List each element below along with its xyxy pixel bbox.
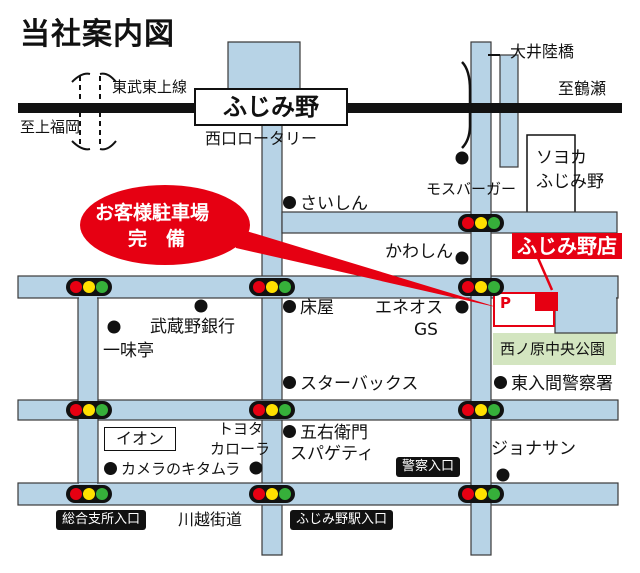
dot-musashino-bank bbox=[194, 299, 208, 313]
road-col-left bbox=[77, 297, 99, 484]
signal-4 bbox=[66, 401, 112, 419]
landmark-kitamura: カメラのキタムラ bbox=[104, 461, 240, 477]
railway-name: 東武東上線 bbox=[112, 78, 188, 96]
bridge-label: 大井陸橋 bbox=[510, 42, 575, 61]
landmark-toyota-2: カローラ bbox=[210, 440, 271, 458]
map-title: 当社案内図 bbox=[20, 17, 175, 52]
landmark-toyota-1: トヨタ bbox=[218, 420, 264, 438]
signal-9 bbox=[458, 485, 504, 503]
dot-icon bbox=[494, 376, 507, 389]
landmark-starbucks: スターバックス bbox=[283, 376, 418, 393]
landmark-mos: モスバーガー bbox=[426, 180, 517, 198]
store-building bbox=[535, 292, 558, 311]
landmark-goemon: 五右衛門 bbox=[283, 425, 368, 442]
station-rotary: 西口ロータリー bbox=[205, 129, 318, 148]
bubble-pointer bbox=[230, 226, 500, 308]
signal-2 bbox=[458, 278, 504, 296]
landmark-tokoya: 床屋 bbox=[283, 300, 334, 317]
road-name-kawagoe: 川越街道 bbox=[178, 510, 243, 529]
signal-6 bbox=[458, 401, 504, 419]
parking-bubble bbox=[80, 185, 250, 265]
landmark-aeon: イオン bbox=[104, 427, 176, 451]
parking-bubble-line1: お客様駐車場 bbox=[95, 202, 210, 224]
railway-left-dest: 至上福岡 bbox=[20, 118, 81, 136]
intersection-police-entrance: 警察入口 bbox=[396, 457, 461, 477]
road-upper-east bbox=[281, 211, 618, 234]
signal-0 bbox=[66, 278, 112, 296]
landmark-jonathan: ジョナサン bbox=[491, 439, 576, 459]
dot-icon bbox=[283, 196, 296, 209]
store-name: ふじみ野店 bbox=[512, 233, 622, 259]
signal-1 bbox=[249, 278, 295, 296]
intersection-station-entrance: ふじみ野駅入口 bbox=[290, 510, 394, 530]
dot-icon bbox=[283, 376, 296, 389]
dot-kawashin bbox=[455, 251, 469, 265]
dot-icon bbox=[283, 300, 296, 313]
dot-ichimitei bbox=[107, 320, 121, 334]
landmark-park: 西ノ原中央公園 bbox=[500, 340, 606, 358]
dot-eneos bbox=[455, 300, 469, 314]
railway-right-dest: 至鶴瀬 bbox=[558, 79, 607, 98]
landmark-kawashin: かわしん bbox=[385, 242, 453, 262]
signal-5 bbox=[249, 401, 295, 419]
road-col-right bbox=[470, 41, 492, 556]
landmark-eneos-2: GS bbox=[414, 320, 438, 340]
road-store-east bbox=[554, 297, 618, 334]
landmark-soyoka-1: ソヨカ bbox=[536, 148, 587, 168]
dot-icon bbox=[104, 461, 117, 475]
landmark-ichimitei: 一味亭 bbox=[103, 341, 154, 361]
landmark-soyoka-2: ふじみ野 bbox=[536, 172, 604, 192]
landmark-musashino-bank: 武蔵野銀行 bbox=[150, 317, 235, 337]
signal-8 bbox=[249, 485, 295, 503]
signal-7 bbox=[66, 485, 112, 503]
landmark-police: 東入間警察署 bbox=[494, 376, 613, 393]
landmark-eneos-1: エネオス bbox=[375, 298, 443, 318]
dot-icon bbox=[283, 425, 296, 438]
landmark-goemon-2: スパゲティ bbox=[290, 444, 374, 464]
park-area bbox=[493, 333, 616, 365]
dot-mos bbox=[455, 151, 469, 165]
dot-toyota bbox=[249, 461, 263, 475]
station-name: ふじみ野 bbox=[194, 88, 348, 126]
parking-bubble-line2: 完 備 bbox=[128, 228, 186, 250]
signal-3 bbox=[458, 214, 504, 232]
soyoka-building bbox=[526, 134, 576, 218]
store-parking-mark: P bbox=[500, 294, 511, 312]
landmark-saishin: さいしん bbox=[283, 196, 368, 213]
intersection-branch-entrance: 総合支所入口 bbox=[56, 510, 147, 530]
dot-jonathan bbox=[496, 468, 510, 482]
